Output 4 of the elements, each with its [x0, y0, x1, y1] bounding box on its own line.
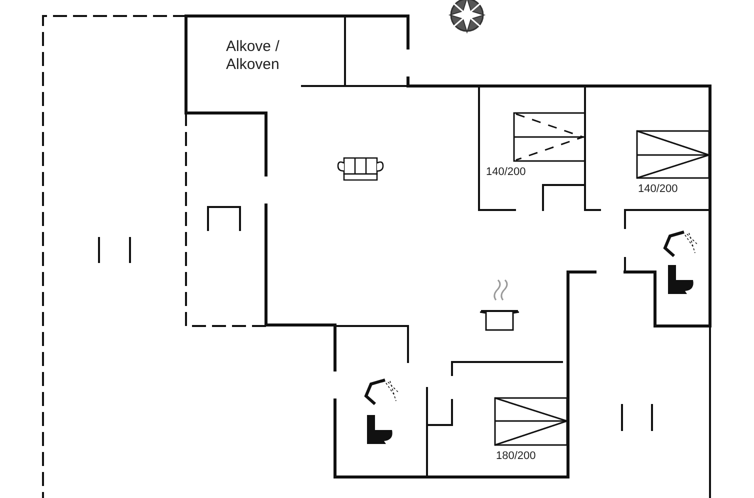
bed-size-label: 140/200 — [638, 183, 679, 196]
bed-size-label: 180/200 — [496, 450, 537, 464]
bed-size-label: 140/200 — [486, 166, 527, 180]
room-label: Alkove / Alkoven — [226, 38, 280, 74]
